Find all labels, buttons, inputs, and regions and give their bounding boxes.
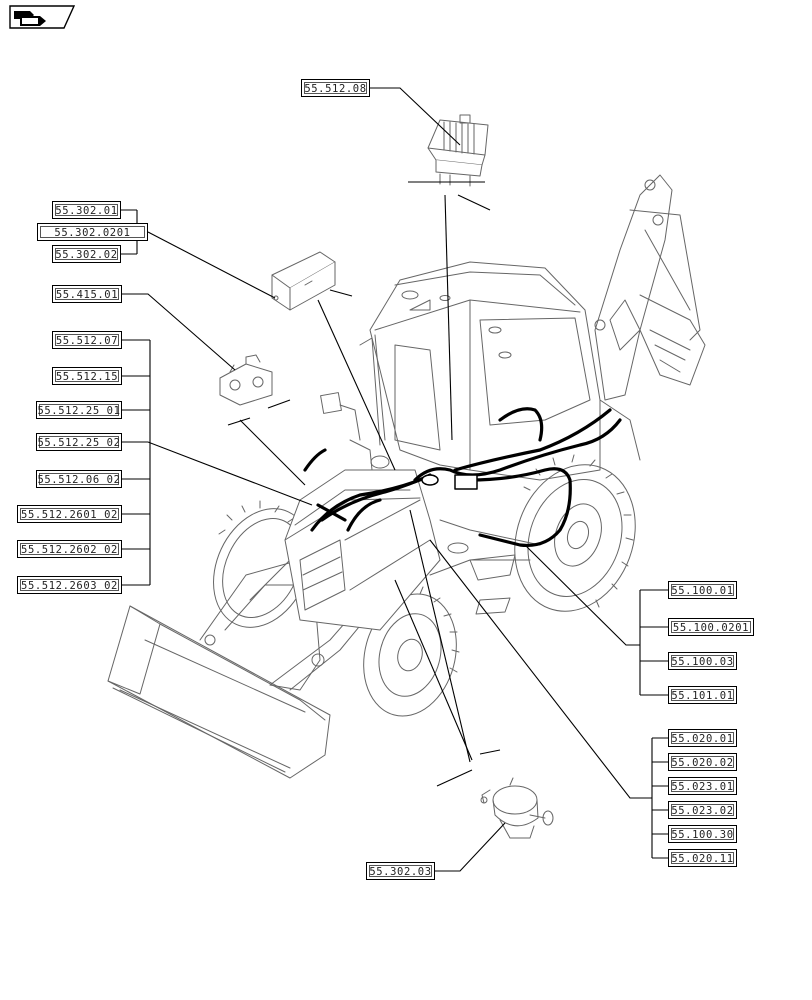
callout-55-302-03[interactable]: 55.302.03 xyxy=(366,862,435,880)
callout-55-302-01[interactable]: 55.302.01 xyxy=(52,201,121,219)
battery-switch xyxy=(480,777,554,839)
callout-55-020-11[interactable]: 55.020.11 xyxy=(668,849,737,867)
callout-55-100-01[interactable]: 55.100.01 xyxy=(668,581,737,599)
callout-55-512-15[interactable]: 55.512.15 xyxy=(52,367,122,385)
callout-55-023-01[interactable]: 55.023.01 xyxy=(668,777,737,795)
book-arrow-icon[interactable] xyxy=(6,4,76,30)
callout-55-512-2603-02[interactable]: 55.512.2603 02 xyxy=(17,576,122,594)
callout-55-302-02[interactable]: 55.302.02 xyxy=(52,245,121,263)
chassis xyxy=(429,519,541,615)
connector-block xyxy=(219,354,273,406)
callout-55-100-30[interactable]: 55.100.30 xyxy=(668,825,737,843)
callout-55-512-2601-02[interactable]: 55.512.2601 02 xyxy=(17,505,122,523)
callout-55-100-0201[interactable]: 55.100.0201 xyxy=(668,618,754,636)
control-box xyxy=(271,251,336,311)
front-bucket xyxy=(107,605,331,779)
cab-accessories xyxy=(320,392,390,471)
callout-55-512-07[interactable]: 55.512.07 xyxy=(52,331,122,349)
callout-55-020-02[interactable]: 55.020.02 xyxy=(668,753,737,771)
callout-55-512-25-01[interactable]: 55.512.25 01 xyxy=(36,401,122,419)
callout-55-101-01[interactable]: 55.101.01 xyxy=(668,686,737,704)
callout-55-302-0201[interactable]: 55.302.0201 xyxy=(37,223,148,241)
callout-55-023-02[interactable]: 55.023.02 xyxy=(668,801,737,819)
cab xyxy=(359,261,601,481)
relay-module xyxy=(427,114,489,187)
callout-55-512-08[interactable]: 55.512.08 xyxy=(301,79,370,97)
callout-55-415-01[interactable]: 55.415.01 xyxy=(52,285,122,303)
wiring-harness xyxy=(303,407,622,548)
callout-55-020-01[interactable]: 55.020.01 xyxy=(668,729,737,747)
callout-55-512-25-02[interactable]: 55.512.25 02 xyxy=(36,433,122,451)
callout-55-512-06-02[interactable]: 55.512.06 02 xyxy=(36,470,122,488)
callout-55-100-03[interactable]: 55.100.03 xyxy=(668,652,737,670)
leader-lines xyxy=(120,87,668,872)
backhoe-arm xyxy=(594,174,706,461)
callout-55-512-2602-02[interactable]: 55.512.2602 02 xyxy=(17,540,122,558)
